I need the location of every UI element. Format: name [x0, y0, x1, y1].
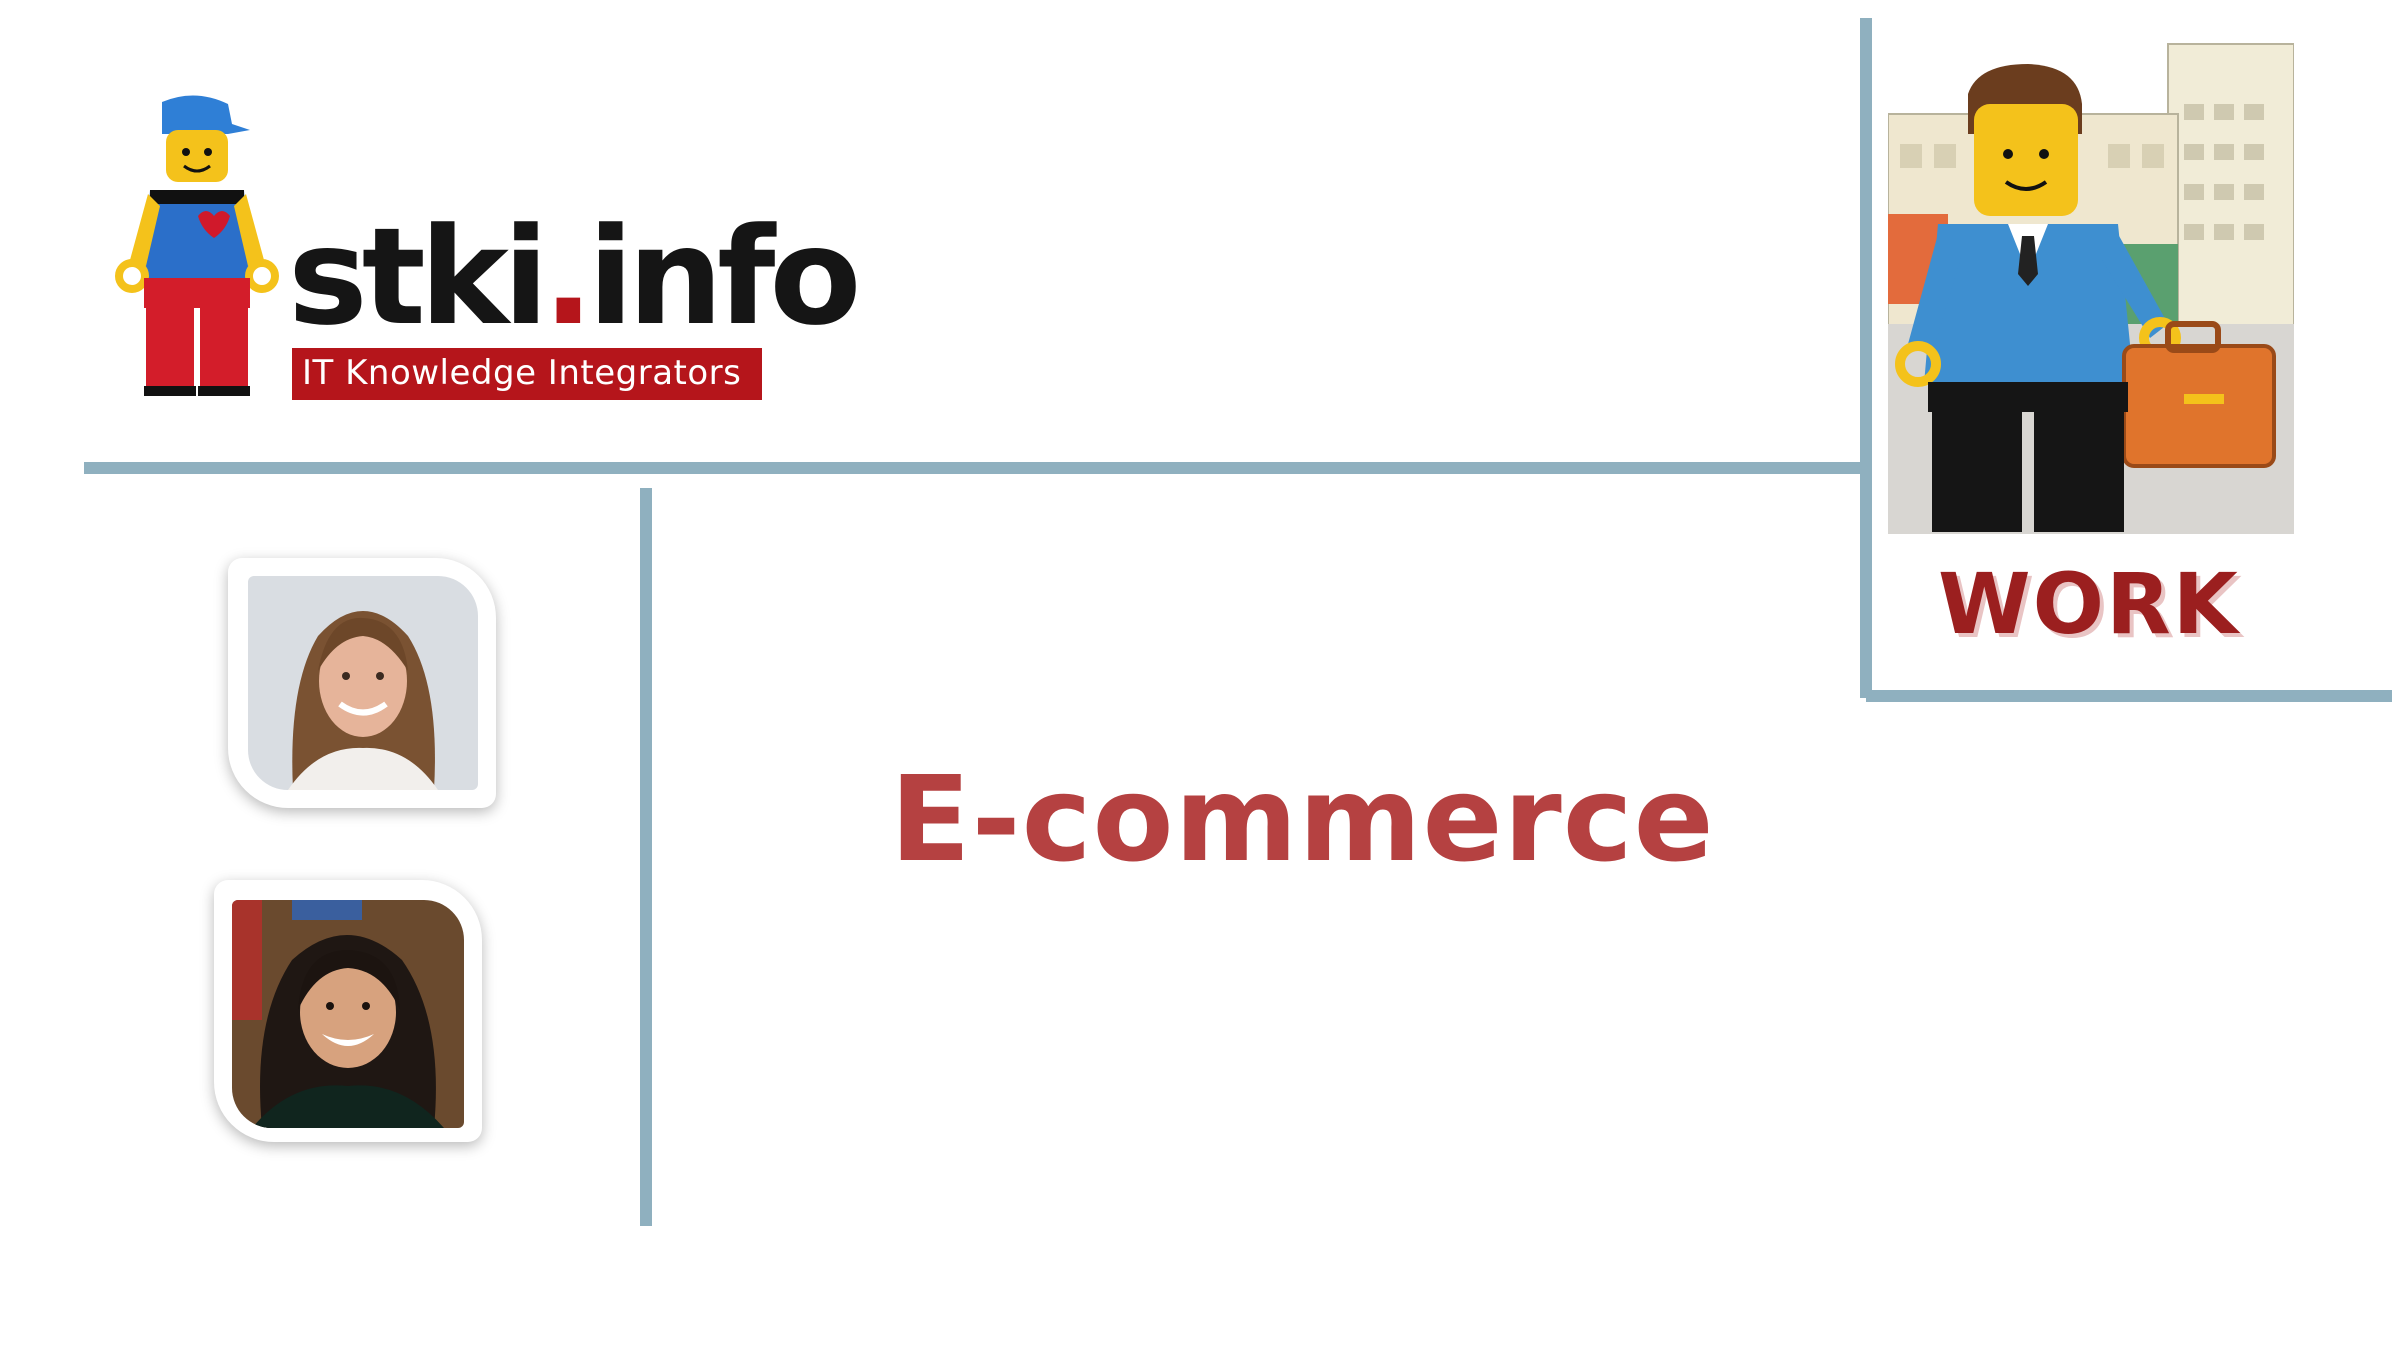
presenter-photo-2 — [232, 900, 464, 1128]
lego-minifig-logo-icon — [115, 95, 279, 396]
vertical-divider-line — [640, 488, 652, 1226]
logo-wordmark: stki.info — [288, 210, 861, 344]
logo-tagline: IT Knowledge Integrators — [302, 353, 742, 393]
stki-logo: stki.info IT Knowledge Integrators — [100, 90, 861, 410]
presenter-avatar-1 — [228, 558, 496, 808]
logo-wordmark-tail: info — [587, 199, 862, 355]
logo-tagline-band: IT Knowledge Integrators — [292, 344, 762, 400]
logo-wordmark-main: stki — [288, 199, 549, 355]
top-divider-line — [84, 462, 1860, 474]
work-badge-illustration — [1887, 24, 2295, 540]
lego-businessman-illustration — [1887, 43, 2295, 534]
badge-bottom-border — [1866, 690, 2392, 702]
work-badge-label: WORK — [1938, 555, 2240, 653]
logo-wordmark-dot: . — [542, 199, 594, 355]
presenter-avatar-2 — [214, 880, 482, 1142]
slide-title: E-commerce — [890, 750, 1715, 888]
presenter-photo-1 — [248, 576, 478, 790]
badge-left-border — [1860, 18, 1872, 698]
